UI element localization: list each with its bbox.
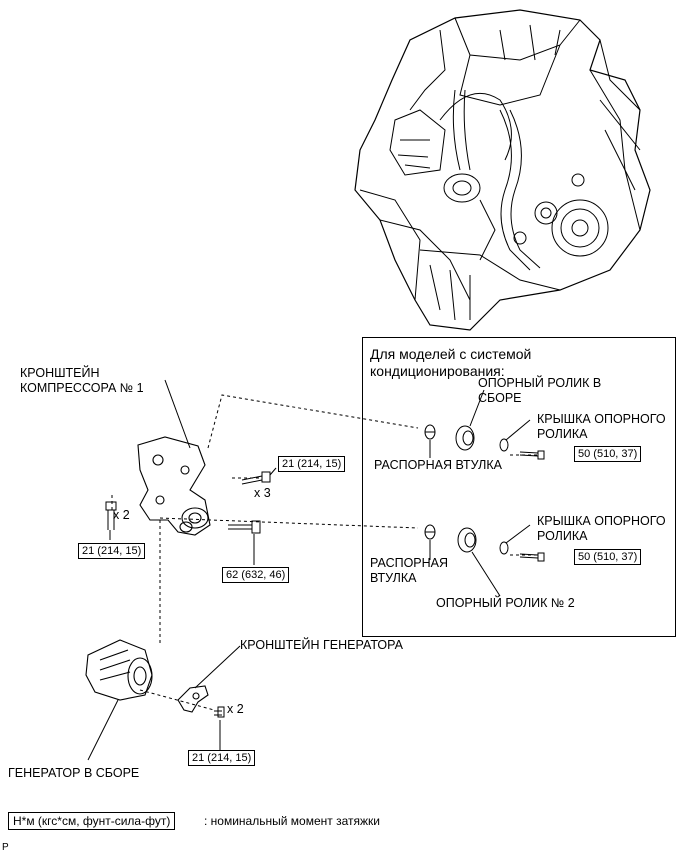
label-idler-no2: ОПОРНЫЙ РОЛИК № 2 [436, 596, 575, 610]
legend-description: : номинальный момент затяжки [204, 814, 380, 828]
qty-x2-bottom: x 2 [227, 702, 244, 716]
label-idler-cover-1: КРЫШКА ОПОРНОГО РОЛИКА [537, 412, 666, 441]
bolts [105, 471, 271, 718]
leader-idler-no2 [471, 551, 501, 597]
label-spacer-2: РАСПОРНАЯ ВТУЛКА [370, 556, 449, 585]
label-ac-models-title: Для моделей с системой кондиционирования… [370, 346, 532, 379]
generator [85, 639, 153, 701]
legend-unit-box: Н*м (кгс*см, фунт-сила-фут) [8, 812, 176, 830]
label-idler-assembly: ОПОРНЫЙ РОЛИК В СБОРЕ [478, 376, 602, 405]
ac-models-frame [362, 337, 676, 637]
leader-cover-1 [505, 419, 531, 441]
torque-box-mid: 62 (632, 46) [222, 567, 290, 583]
label-generator-assembly: ГЕНЕРАТОР В СБОРЕ [8, 766, 140, 780]
ac-parts-2 [424, 524, 545, 562]
label-spacer-1: РАСПОРНАЯ ВТУЛКА [374, 458, 502, 472]
label-compressor-bracket: КРОНШТЕЙН КОМПРЕССОРА № 1 [20, 366, 144, 395]
engine-illustration [354, 9, 651, 331]
leader-generator-bracket [194, 645, 241, 689]
leader-compressor-bracket [164, 379, 191, 449]
torque-box-top: 21 (214, 15) [278, 456, 346, 472]
page-marker: P [2, 842, 9, 853]
leader-t-top [269, 467, 277, 476]
leader-idler-assembly [469, 389, 485, 427]
leader-cover-2 [505, 524, 531, 544]
qty-x2-left: x 2 [113, 508, 130, 522]
qty-x3: x 3 [254, 486, 271, 500]
ac-parts-1 [424, 424, 545, 460]
label-idler-cover-2: КРЫШКА ОПОРНОГО РОЛИКА [537, 514, 666, 543]
generator-bracket [177, 685, 209, 713]
torque-box-bottom: 21 (214, 15) [188, 750, 256, 766]
torque-box-ac2: 50 (510, 37) [574, 549, 642, 565]
torque-box-left: 21 (214, 15) [78, 543, 146, 559]
label-generator-bracket: КРОНШТЕЙН ГЕНЕРАТОРА [240, 638, 403, 652]
compressor-bracket-1 [137, 436, 211, 536]
leader-generator [87, 699, 119, 761]
torque-box-ac1: 50 (510, 37) [574, 446, 642, 462]
